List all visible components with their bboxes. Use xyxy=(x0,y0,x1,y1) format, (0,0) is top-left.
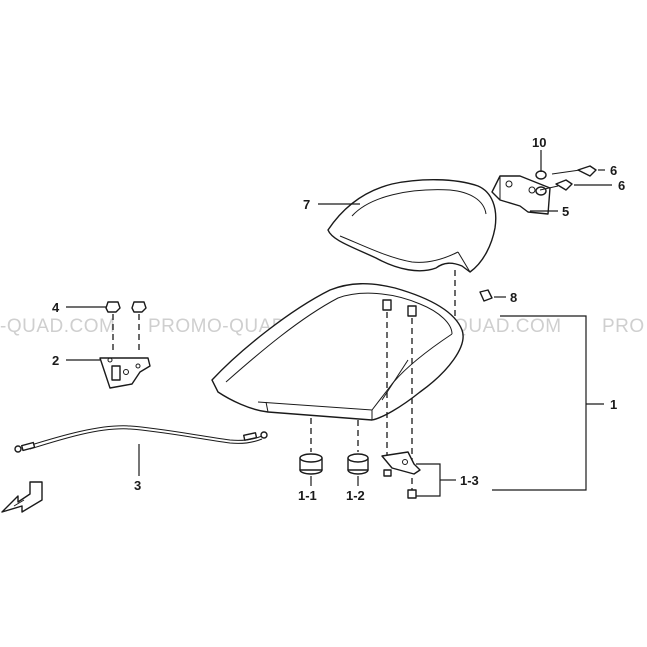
callout-1-3: 1-3 xyxy=(460,473,479,488)
callout-1: 1 xyxy=(610,397,617,412)
part-1-3-latch-bracket xyxy=(381,451,421,499)
callout-4: 4 xyxy=(52,300,60,315)
callout-6b: 6 xyxy=(618,178,625,193)
callout-2: 2 xyxy=(52,353,59,368)
part-10-washer xyxy=(535,170,547,196)
part-5-bracket xyxy=(491,175,551,215)
part-8-clip xyxy=(479,289,493,302)
part-1-main-seat xyxy=(211,283,464,421)
part-4-nuts xyxy=(105,301,147,313)
part-1-2-rubber xyxy=(347,453,369,475)
callout-bracket-1 xyxy=(492,315,587,491)
part-3-lock-cable xyxy=(14,425,268,453)
callout-8: 8 xyxy=(510,290,517,305)
callout-7: 7 xyxy=(303,197,310,212)
callout-1-2: 1-2 xyxy=(346,488,365,503)
callout-1-1: 1-1 xyxy=(298,488,317,503)
part-7-rear-seat xyxy=(327,179,497,273)
watermark-right: PRO xyxy=(602,316,645,337)
front-direction-arrow-icon xyxy=(1,481,43,513)
callout-3: 3 xyxy=(134,478,141,493)
callout-6a: 6 xyxy=(610,163,617,178)
watermark-left: -QUAD.COM xyxy=(0,316,115,337)
part-2-seat-lock xyxy=(99,357,151,389)
part-1-1-rubber xyxy=(299,453,323,475)
callout-5: 5 xyxy=(562,204,569,219)
part-6-bolts xyxy=(539,165,597,191)
callout-bracket-1-3 xyxy=(416,463,456,497)
callout-10: 10 xyxy=(532,135,546,150)
seat-studs xyxy=(382,299,417,317)
